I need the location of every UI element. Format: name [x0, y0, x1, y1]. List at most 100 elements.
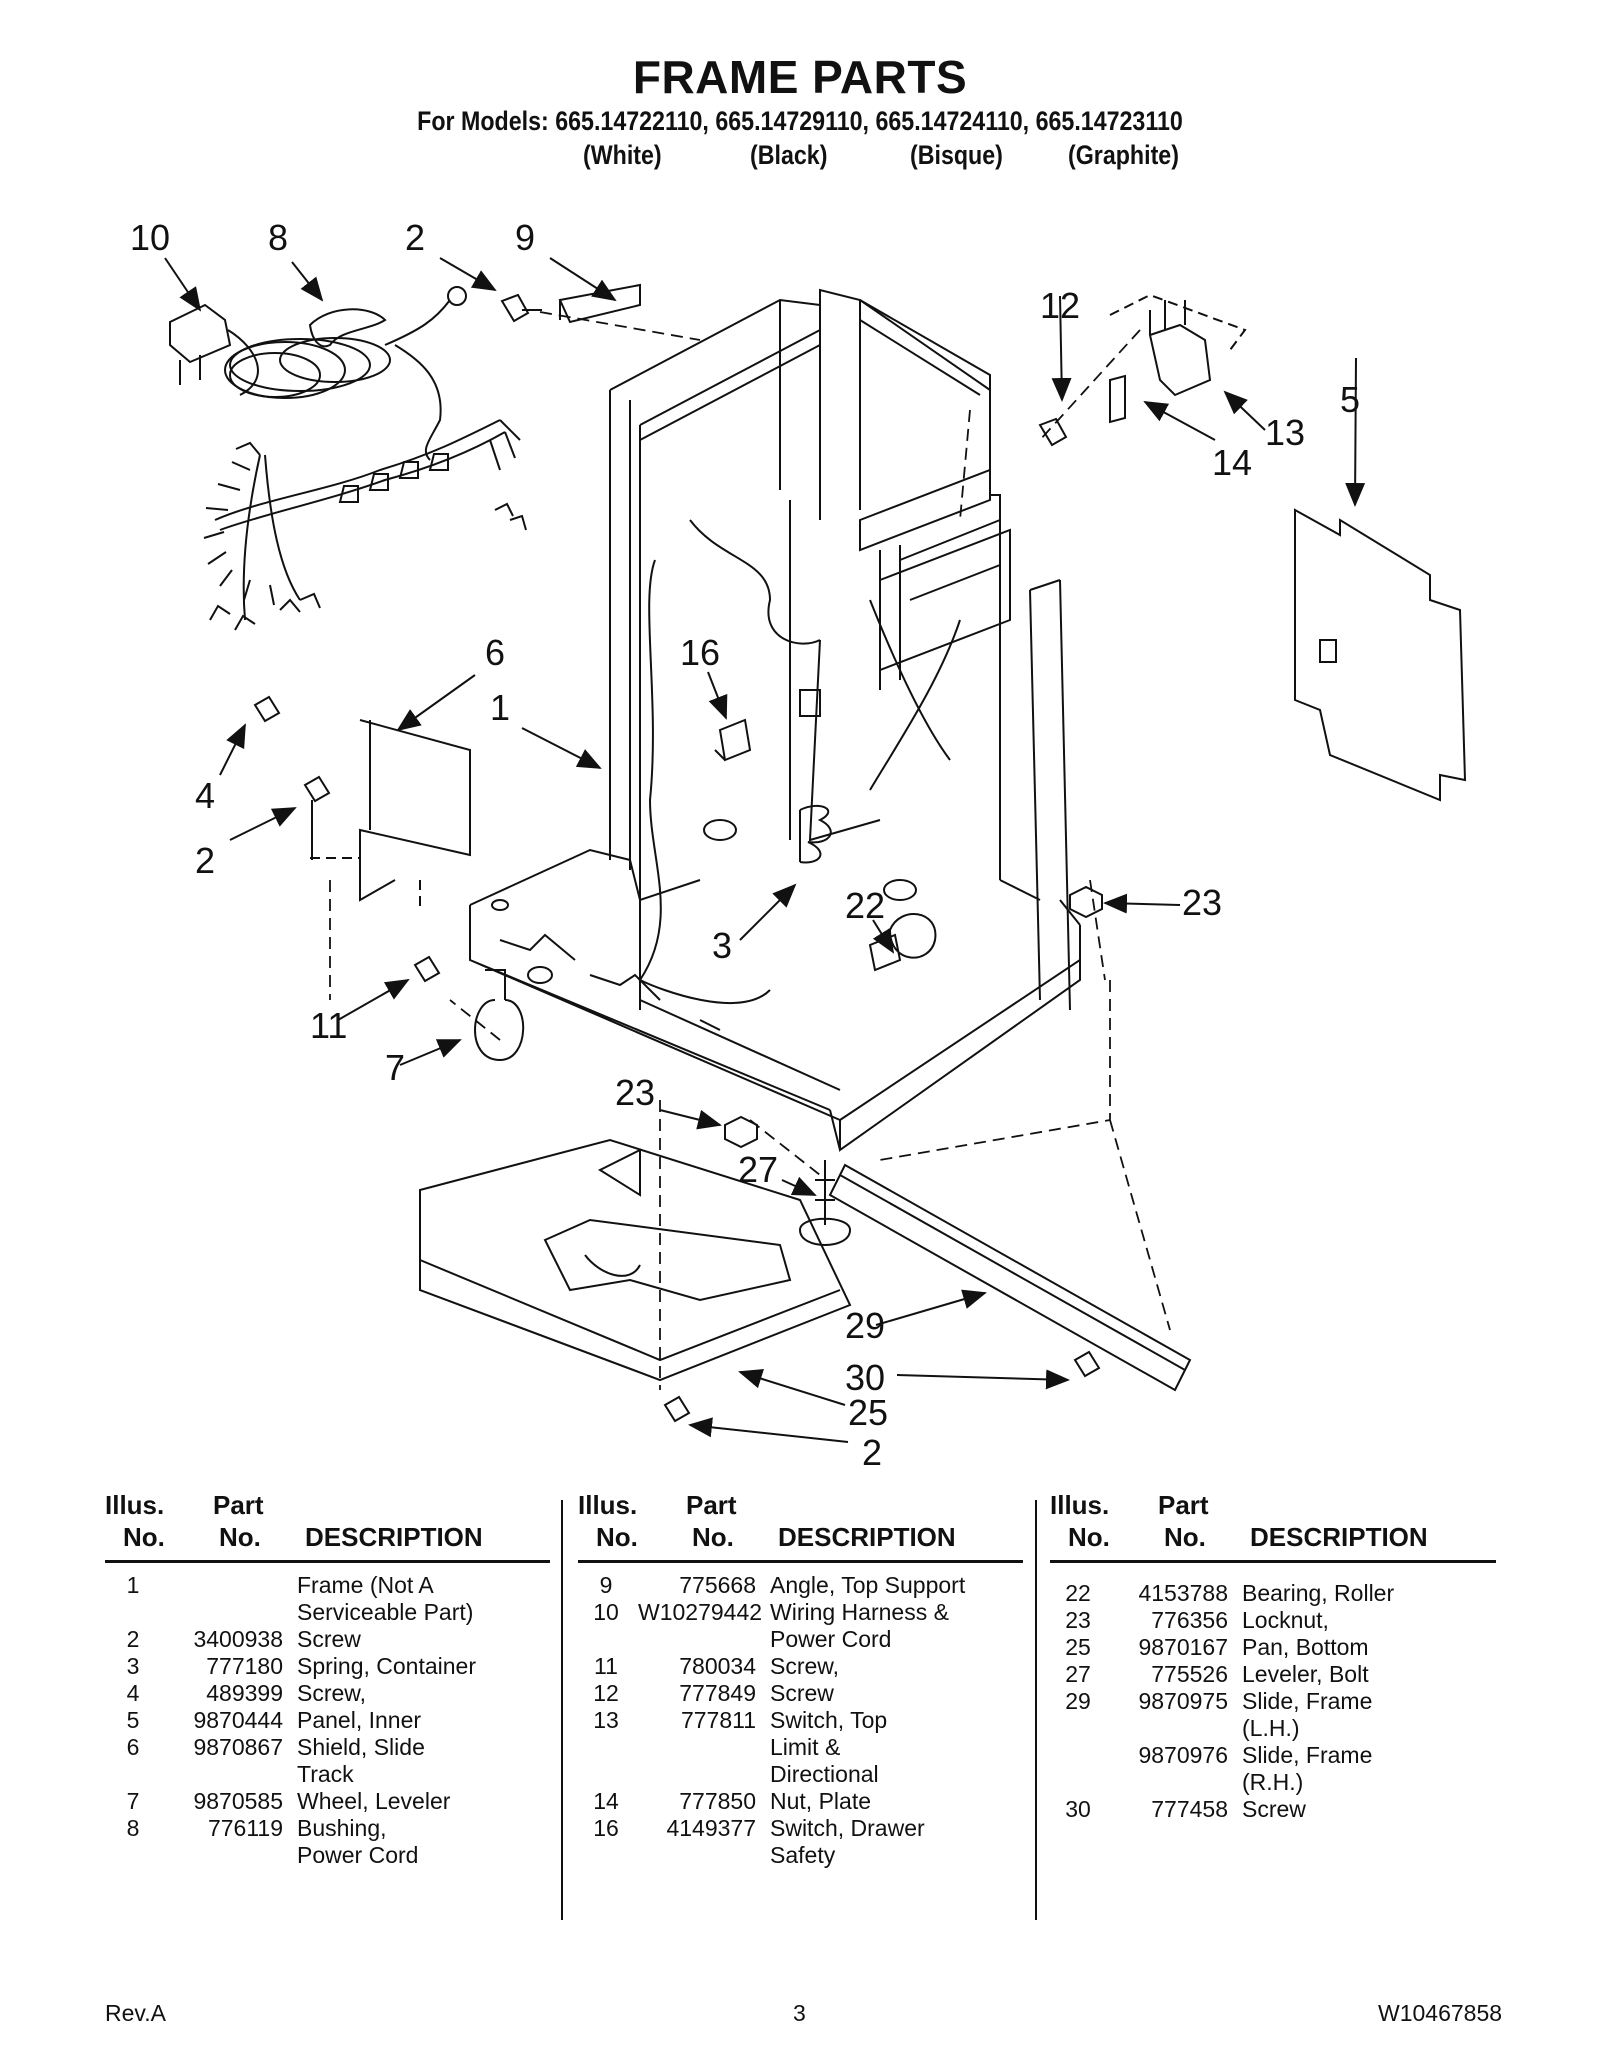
header-part-no: No.	[1164, 1522, 1206, 1552]
callout-30: 30	[845, 1357, 885, 1398]
description: Slide, Frame (L.H.)	[1242, 1688, 1373, 1741]
frame-drawing	[469, 288, 1081, 1152]
header-illus-no: No.	[596, 1522, 638, 1552]
illus-number: 12	[593, 1680, 619, 1706]
description: Screw	[297, 1626, 361, 1652]
part-number: 776356	[1151, 1607, 1228, 1633]
callout-9: 9	[515, 217, 535, 258]
header-part-no: No.	[692, 1522, 734, 1552]
header-description: DESCRIPTION	[1250, 1522, 1428, 1552]
page-title: FRAME PARTS	[632, 51, 968, 103]
header-rule	[105, 1560, 550, 1563]
illus-number: 22	[1065, 1580, 1091, 1606]
illus-number: 2	[126, 1626, 140, 1652]
header-rule	[578, 1560, 1023, 1563]
callout-8: 8	[268, 217, 288, 258]
part-number: W10279442	[638, 1599, 763, 1625]
description: Locknut,	[1242, 1607, 1329, 1633]
description: Wheel, Leveler	[297, 1788, 451, 1814]
drawer-safety-switch-drawing	[714, 718, 752, 762]
column-divider-1	[561, 1500, 563, 1920]
description: Leveler, Bolt	[1242, 1661, 1369, 1687]
callout-10: 10	[130, 217, 170, 258]
part-number: 9870444	[193, 1707, 283, 1733]
part-number: 780034	[679, 1653, 756, 1679]
callout-11: 11	[310, 1005, 347, 1046]
part-number: 777850	[679, 1788, 756, 1814]
nut-plate-drawing	[1109, 374, 1126, 424]
table-row: 23 776356 Locknut,	[1050, 1607, 1498, 1634]
illus-number: 9	[599, 1572, 613, 1598]
description: Wiring Harness & Power Cord	[770, 1599, 949, 1652]
description: Switch, Drawer Safety	[770, 1815, 925, 1868]
screw-11-drawing	[413, 955, 441, 983]
callout-14: 14	[1212, 442, 1252, 483]
illus-number: 6	[126, 1734, 140, 1760]
top-limit-switch-drawing	[1148, 300, 1212, 397]
locknut-right-drawing	[1069, 885, 1103, 919]
part-number: 489399	[206, 1680, 283, 1706]
illus-number: 5	[126, 1707, 140, 1733]
description: Slide, Frame (R.H.)	[1242, 1742, 1373, 1795]
table-row: 22 4153788 Bearing, Roller	[1050, 1580, 1498, 1607]
part-number: 9870867	[193, 1734, 283, 1760]
header-illus: Illus.	[105, 1490, 165, 1520]
color-label-white: (White)	[583, 140, 662, 170]
callout-25: 25	[848, 1392, 888, 1433]
illus-number: 8	[126, 1815, 140, 1841]
callout-2-left: 2	[195, 840, 215, 881]
header-part: Part	[1158, 1490, 1209, 1520]
description: Bearing, Roller	[1242, 1580, 1395, 1606]
header-illus-no: No.	[123, 1522, 165, 1552]
description: Screw,	[770, 1653, 840, 1679]
callout-16: 16	[680, 632, 720, 673]
illus-number: 23	[1065, 1607, 1091, 1633]
callout-2-bottom: 2	[862, 1432, 882, 1473]
screw-4-drawing	[253, 695, 281, 723]
header-description: DESCRIPTION	[305, 1522, 483, 1552]
part-number: 775526	[1151, 1661, 1228, 1687]
spring-drawing	[799, 804, 832, 864]
illus-number: 1	[126, 1572, 140, 1598]
locknut-bottom-drawing	[724, 1115, 758, 1149]
description: Screw	[1242, 1796, 1306, 1822]
header-rule	[1050, 1560, 1496, 1563]
wheel-drawing	[474, 969, 525, 1062]
footer-document-number: W10467858	[1378, 2000, 1503, 2026]
header-part-no: No.	[219, 1522, 261, 1552]
header-description: DESCRIPTION	[778, 1522, 956, 1552]
callout-27: 27	[738, 1149, 778, 1190]
table-row: 1 Frame (Not A Serviceable Part)	[105, 1572, 552, 1626]
description: Screw	[770, 1680, 834, 1706]
illus-number: 3	[126, 1653, 140, 1679]
shield-slide-track-drawing	[359, 719, 471, 902]
illus-number: 10	[593, 1599, 619, 1625]
description: Frame (Not A Serviceable Part)	[297, 1572, 474, 1625]
illus-number: 30	[1065, 1796, 1091, 1822]
header-part: Part	[686, 1490, 737, 1520]
part-number: 777849	[679, 1680, 756, 1706]
description: Angle, Top Support	[770, 1572, 966, 1598]
description: Bushing, Power Cord	[297, 1815, 419, 1868]
description: Nut, Plate	[770, 1788, 871, 1814]
header-illus-no: No.	[1068, 1522, 1110, 1552]
part-number: 4153788	[1138, 1580, 1228, 1606]
table-row: 10 W10279442 Wiring Harness & Power Cord	[578, 1599, 1025, 1653]
model-color-labels: (White) (Black) (Bisque) (Graphite)	[0, 140, 1600, 174]
